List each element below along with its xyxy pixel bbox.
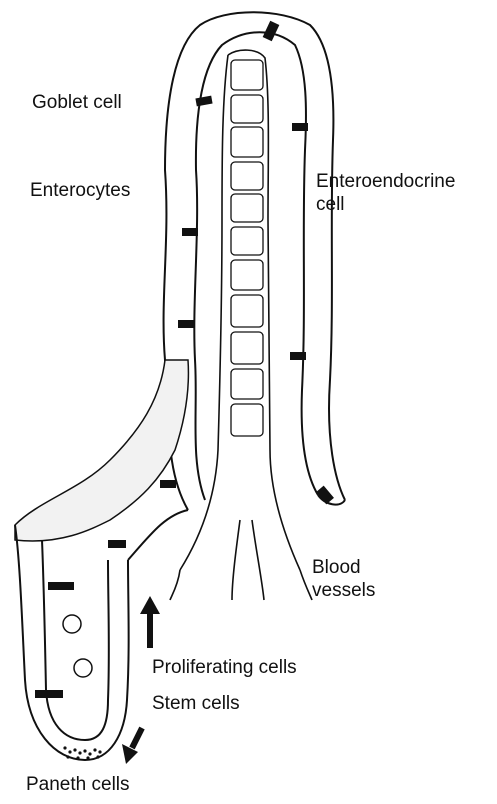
label-enteroendocrine-line2: cell bbox=[316, 193, 455, 216]
label-blood-line1: Blood bbox=[312, 556, 375, 579]
label-goblet-cell: Goblet cell bbox=[32, 91, 122, 114]
label-blood-line2: vessels bbox=[312, 579, 375, 602]
crypt-outline bbox=[15, 510, 188, 760]
label-blood-vessels: Blood vessels bbox=[312, 556, 375, 602]
downward-migration-arrow bbox=[122, 728, 142, 764]
stroma-shading bbox=[15, 360, 188, 541]
label-stem-cells: Stem cells bbox=[152, 692, 240, 715]
stem-cells bbox=[63, 615, 92, 677]
label-proliferating-cells: Proliferating cells bbox=[152, 656, 297, 679]
capillary-segments bbox=[231, 60, 263, 436]
upward-migration-arrow bbox=[140, 596, 160, 648]
label-paneth-cells: Paneth cells bbox=[26, 773, 130, 796]
epithelium-outline bbox=[164, 12, 345, 510]
label-enteroendocrine-line1: Enteroendocrine bbox=[316, 170, 455, 193]
label-enteroendocrine-cell: Enteroendocrine cell bbox=[316, 170, 455, 216]
label-enterocytes: Enterocytes bbox=[30, 179, 130, 202]
